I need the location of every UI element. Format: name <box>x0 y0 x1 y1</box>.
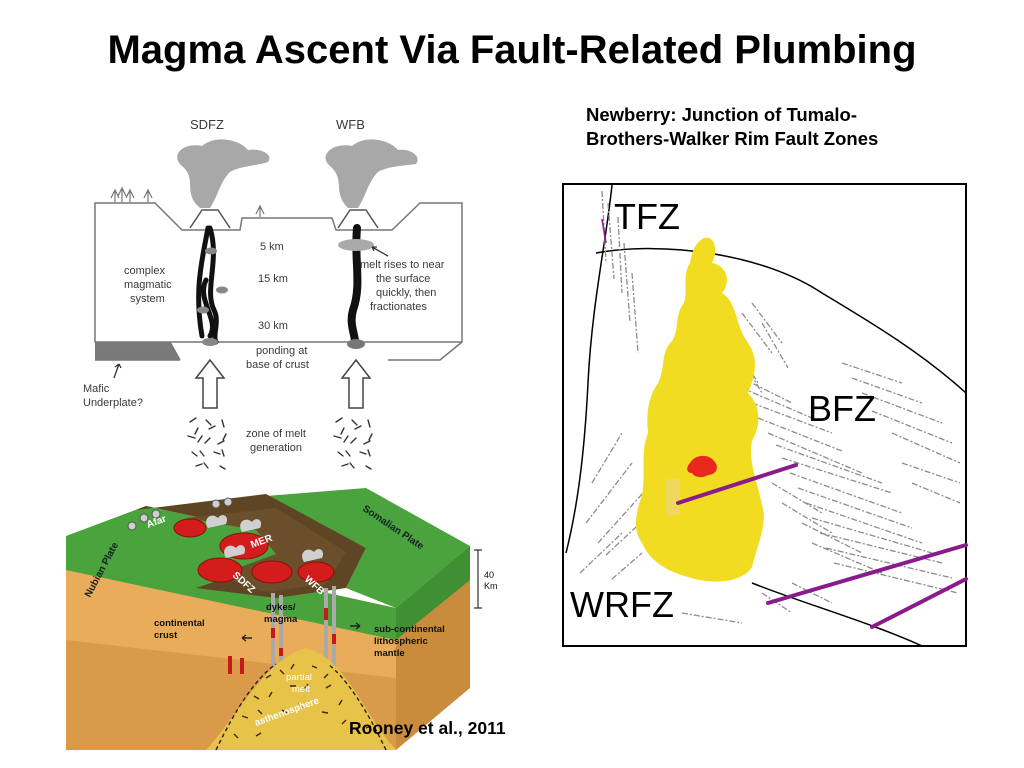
sdfz-label: SDFZ <box>190 117 224 132</box>
complex-system-line-2: magmatic <box>124 279 172 291</box>
melt-rises-line-1: melt rises to near <box>360 259 445 271</box>
wfb-label: WFB <box>336 117 365 132</box>
extension-arrows <box>241 622 361 642</box>
sdfz-magma-pods <box>197 247 228 346</box>
wrfz-label: WRFZ <box>570 584 674 625</box>
wfb-plume <box>325 139 418 208</box>
crust-label-2: crust <box>154 630 178 641</box>
underplate-line-2: Underplate? <box>83 397 143 409</box>
melt-rises-line-2: the surface <box>376 273 430 285</box>
map-subtitle: Newberry: Junction of Tumalo- Brothers-W… <box>586 103 1006 151</box>
scale-label-1: 40 <box>484 570 494 580</box>
dyke-red-segments <box>228 608 336 674</box>
mantle-label-1: sub-continental <box>374 624 445 635</box>
slide-title: Magma Ascent Via Fault-Related Plumbing <box>107 28 917 72</box>
tfz-label: TFZ <box>614 196 680 237</box>
sdfz-plume <box>177 139 270 208</box>
afar-volcanoes <box>127 497 233 531</box>
map-frame <box>562 183 967 647</box>
dykes-label-1: dykes/ <box>266 602 296 613</box>
melt-texture <box>233 663 372 739</box>
somalian-plate <box>266 488 470 608</box>
crust-label-1: continental <box>154 618 205 629</box>
rift-block-diagram: Afar Somalian Plate Nubian Plate MER SDF… <box>66 488 498 751</box>
dykes-label-2: magma <box>264 614 298 625</box>
left-melt-zone <box>187 417 227 470</box>
complex-system-line-1: complex <box>124 265 165 277</box>
lava-flow-lobe <box>666 479 680 515</box>
melt-rise-pointer <box>371 246 389 257</box>
scale-label-2: Km <box>484 581 498 591</box>
moho-line <box>95 341 463 361</box>
mantle-label-2: lithospheric <box>374 636 428 647</box>
partial-melt-zone <box>206 648 396 750</box>
melt-zone-line-2: generation <box>250 442 302 454</box>
underplate-pointer <box>113 363 122 379</box>
underplate-line-1: Mafic <box>83 383 110 395</box>
right-melt-zone <box>333 417 373 470</box>
magma-pods <box>173 518 335 584</box>
block-right-face-green <box>396 546 470 640</box>
right-ascent-arrow <box>340 358 372 409</box>
left-ascent-arrow <box>194 358 226 409</box>
subtitle-line-2: Brothers-Walker Rim Fault Zones <box>586 128 879 149</box>
wfb-volcano <box>337 209 379 229</box>
dykes <box>271 586 336 688</box>
newberry-fault-map: TFZ BFZ WRFZ <box>562 183 968 647</box>
depth-5km: 5 km <box>260 241 284 253</box>
partial-melt-label-2: melt <box>292 684 310 695</box>
ponding-line-2: base of crust <box>246 359 309 371</box>
scale-bar <box>474 549 482 609</box>
magma-plumbing-schematic: SDFZ WFB 5 km 15 km 30 km complex magmat… <box>83 117 463 470</box>
complex-system-line-3: system <box>130 293 165 305</box>
purple-faults <box>676 463 968 629</box>
region-boundary-bottom <box>751 582 923 647</box>
region-boundary-top <box>595 247 967 394</box>
depth-30km: 30 km <box>258 320 288 332</box>
melt-zone-line-1: zone of melt <box>246 428 306 440</box>
mantle-flow-right <box>327 663 387 751</box>
mafic-underplate <box>95 342 180 360</box>
melt-rises-line-3: quickly, then <box>376 287 436 299</box>
melt-rises-line-4: fractionates <box>370 301 427 313</box>
mantle-label-3: mantle <box>374 648 405 659</box>
citation: Rooney et al., 2011 <box>349 718 506 738</box>
wfb-base-pond <box>347 339 365 349</box>
partial-melt-label-1: partial <box>286 672 312 683</box>
sdfz-volcano <box>189 209 231 229</box>
mantle-flow-left <box>215 663 277 751</box>
vent-plumes <box>206 515 324 562</box>
subtitle-line-1: Newberry: Junction of Tumalo- <box>586 104 858 125</box>
ponding-line-1: ponding at <box>256 345 307 357</box>
depth-15km: 15 km <box>258 273 288 285</box>
wfb-shallow-chamber <box>338 239 374 251</box>
tree-icons <box>110 186 265 217</box>
purple-fault-thin <box>601 218 607 244</box>
newberry-caldera <box>687 455 717 478</box>
wfb-conduit <box>347 224 362 346</box>
bfz-label: BFZ <box>808 388 876 429</box>
